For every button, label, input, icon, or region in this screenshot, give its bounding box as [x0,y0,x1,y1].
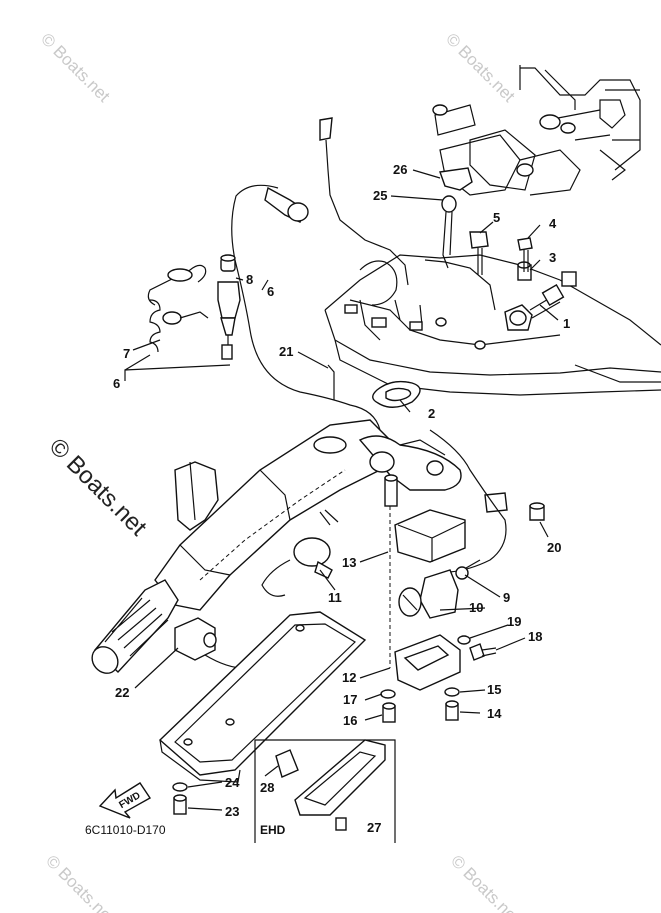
part-9-main-switch [398,559,481,619]
part-17-washer [380,689,396,699]
callout-15: 15 [487,682,501,697]
callout-2: 2 [428,406,435,421]
part-15-washer [444,687,460,697]
part-11-friction-knob [261,509,339,597]
callout-labels: 1 2 3 4 5 6 6 7 8 9 10 11 12 13 14 15 16… [113,162,570,835]
callout-11: 11 [328,590,342,605]
callout-19: 19 [507,614,521,629]
bottom-cowling [324,254,661,396]
part-8-cap [220,254,236,272]
callout-8: 8 [246,272,253,287]
callout-5: 5 [493,210,500,225]
part-20-bolt [529,502,545,521]
part-18-screw [469,643,497,661]
part-4-bolt [517,237,533,272]
cable-harness-upper [231,117,409,431]
callout-20: 20 [547,540,561,555]
callout-4: 4 [549,216,557,231]
part-1-plug [504,271,577,331]
watermark: © Boats.net [37,29,114,106]
part-26-clip [439,167,473,191]
leader-lines [124,169,559,811]
watermark-main: © Boats.net [44,433,152,541]
callout-28: 28 [260,780,274,795]
callout-14: 14 [487,706,502,721]
dowel-pin [384,474,398,668]
watermark: © Boats.net [447,851,524,913]
bracket-assembly [432,65,641,196]
part-2-grommet [372,380,421,408]
stop-switch [217,281,241,360]
part-14-bolt [445,700,459,721]
callout-24: 24 [225,775,240,790]
part-23-bolt [173,794,187,815]
callout-13: 13 [342,555,356,570]
diagram-code: 6C11010-D170 [85,823,166,837]
lower-cover-tray [158,611,367,783]
part-5-bolt [469,231,489,275]
part-24-washer [172,782,188,792]
callout-9: 9 [503,590,510,605]
part-22-control-unit [174,617,251,669]
callout-10: 10 [469,600,483,615]
part-13-cover [394,509,466,563]
part-21-cable-tie [327,364,335,400]
callout-27: 27 [367,820,381,835]
callout-16: 16 [343,713,357,728]
part-7-lanyard [147,264,209,353]
callout-12: 12 [342,670,356,685]
part-25-connector [441,195,457,269]
callout-3: 3 [549,250,556,265]
callout-17: 17 [343,692,357,707]
watermark: © Boats.net [42,851,119,913]
callout-23: 23 [225,804,239,819]
callout-6b: 6 [113,376,120,391]
inset-label: EHD [260,823,286,837]
part-19-washer [457,635,471,645]
callout-25: 25 [373,188,387,203]
callout-26: 26 [393,162,407,177]
callout-7: 7 [123,346,130,361]
part-12-bracket [394,634,461,691]
callout-6a: 6 [267,284,274,299]
cable-clamp [429,429,508,573]
ehd-inset: EHD [254,739,396,843]
callout-22: 22 [115,685,129,700]
watermark: © Boats.net [442,29,519,106]
tiller-handle [91,419,462,674]
callout-21: 21 [279,344,293,359]
callout-1: 1 [563,316,570,331]
part-16-bolt [382,702,396,723]
callout-18: 18 [528,629,542,644]
fwd-arrow-icon: FWD [98,782,152,819]
